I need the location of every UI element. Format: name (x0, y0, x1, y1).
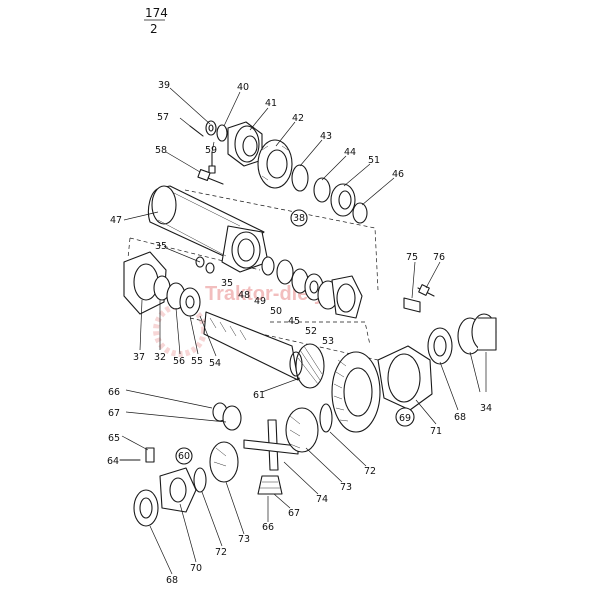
top-hub-assembly (189, 120, 368, 224)
lock-plate-parts (403, 284, 435, 313)
label-56: 56 (173, 356, 185, 367)
label-35-upper: 35 (155, 241, 167, 252)
label-59: 59 (205, 145, 217, 156)
label-64: 64 (107, 456, 119, 467)
label-73-lower: 73 (238, 534, 250, 545)
label-74: 74 (316, 494, 328, 505)
label-48: 48 (238, 290, 250, 301)
label-39: 39 (158, 80, 170, 91)
label-70: 70 (190, 563, 202, 574)
label-75: 75 (406, 252, 418, 263)
label-67-left: 67 (108, 408, 120, 419)
page-number-top: 174 (145, 6, 168, 20)
left-flange-assembly (123, 251, 215, 317)
reference-markers (175, 209, 415, 465)
label-44: 44 (344, 147, 356, 158)
ring-gear (331, 351, 381, 433)
label-50: 50 (270, 306, 282, 317)
label-37: 37 (133, 352, 145, 363)
label-32: 32 (154, 352, 166, 363)
axle-tube-housing (147, 185, 269, 273)
label-49: 49 (254, 296, 266, 307)
label-72-lower: 72 (215, 547, 227, 558)
label-55: 55 (191, 356, 203, 367)
label-71: 71 (430, 426, 442, 437)
label-46: 46 (392, 169, 404, 180)
page-number-bottom: 2 (150, 22, 158, 36)
label-53: 53 (322, 336, 334, 347)
label-34: 34 (480, 403, 492, 414)
pinion-shaft (203, 311, 325, 389)
label-54: 54 (209, 358, 221, 369)
label-47: 47 (110, 215, 122, 226)
page-number: 174 2 (144, 6, 168, 36)
label-68-right: 68 (454, 412, 466, 423)
assembly-frame-lines (127, 189, 379, 361)
label-38: 38 (293, 213, 305, 224)
label-41: 41 (265, 98, 277, 109)
label-58: 58 (155, 145, 167, 156)
label-76: 76 (433, 252, 445, 263)
label-35-lower: 35 (221, 278, 233, 289)
label-60: 60 (178, 451, 190, 462)
leader-lines (121, 87, 487, 575)
right-carrier-assembly (377, 313, 497, 411)
label-43: 43 (320, 131, 332, 142)
label-42: 42 (292, 113, 304, 124)
label-66-left: 66 (108, 387, 120, 398)
label-67-lower: 67 (288, 508, 300, 519)
label-72-right: 72 (364, 466, 376, 477)
label-40: 40 (237, 82, 249, 93)
label-66-lower: 66 (262, 522, 274, 533)
label-45: 45 (288, 316, 300, 327)
differential-parts (119, 402, 333, 527)
label-69: 69 (399, 413, 411, 424)
label-73-right: 73 (340, 482, 352, 493)
label-65: 65 (108, 433, 120, 444)
label-68-lower: 68 (166, 575, 178, 586)
label-51: 51 (368, 155, 380, 166)
label-57: 57 (157, 112, 169, 123)
part-labels: 39 40 41 57 42 59 43 58 44 51 46 38 47 3… (107, 80, 492, 586)
label-52: 52 (305, 326, 317, 337)
middle-bearing-row (261, 256, 363, 319)
label-61: 61 (253, 390, 265, 401)
